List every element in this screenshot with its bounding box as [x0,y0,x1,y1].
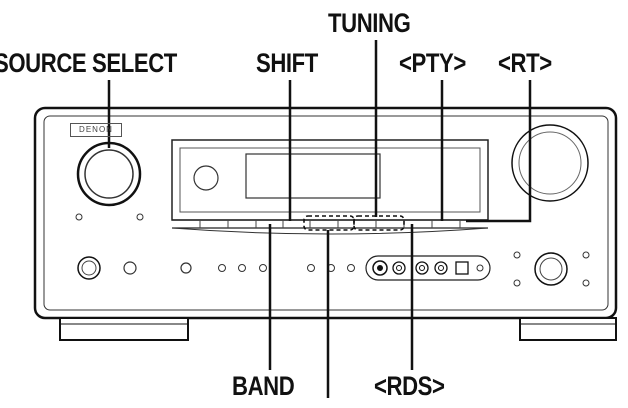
master-volume-knob[interactable] [511,124,589,202]
brand-logo: DENON [70,123,122,137]
label-source-select: SOURCE SELECT [0,48,177,78]
display-knob [193,165,219,191]
power-button[interactable] [77,256,101,280]
label-band: BAND [232,371,295,401]
left-foot [59,317,189,341]
label-shift: SHIFT [256,48,318,78]
label-tuning: TUNING [328,8,411,38]
label-pty: <PTY> [399,48,466,78]
receiver-inner-panel [43,115,609,311]
label-rt: <RT> [498,48,552,78]
band-tuning-button-group[interactable] [303,215,355,231]
right-foot [519,317,617,341]
fl-display [245,153,381,199]
front-input-panel [365,255,491,281]
multi-zone-knob[interactable] [534,252,568,286]
rt-callout-line [466,80,532,223]
tuning-button-group[interactable] [353,215,405,231]
label-rds: <RDS> [374,371,445,401]
